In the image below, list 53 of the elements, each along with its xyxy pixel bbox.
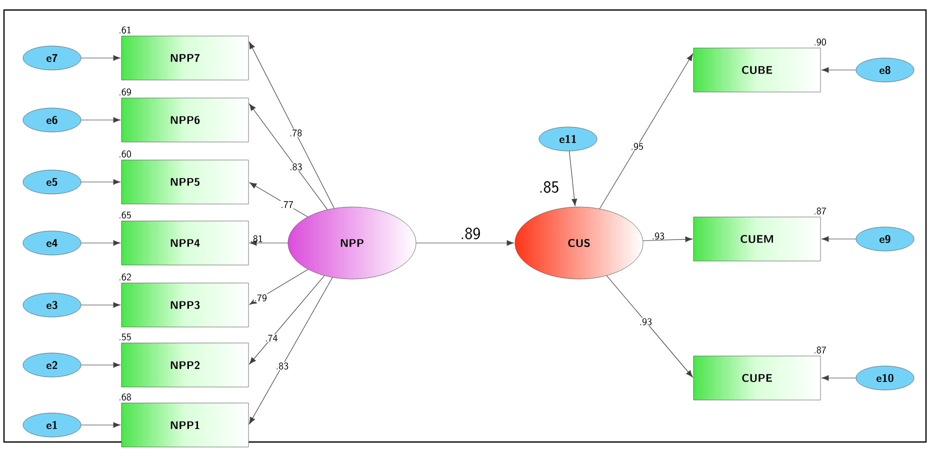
edge-label: .95 [630,142,644,150]
edge-label: .93 [652,232,664,240]
edge-label: .83 [289,162,303,171]
arrow [80,302,120,308]
variance-label: .87 [814,346,826,354]
edge-label: .79 [254,294,268,302]
variable-box: CUEM [693,216,821,262]
variance-label: .60 [120,150,131,158]
edge-label: .77 [280,200,294,208]
arrow [606,275,693,378]
arrow [822,236,856,242]
arrow [822,67,856,73]
variable-box: NPP5 [121,160,249,204]
variance-label: .61 [120,26,131,34]
variable-box: NPP3 [121,282,249,328]
variance-label: .90 [814,38,826,46]
arrow [80,362,120,368]
arrow [250,240,288,246]
variance-label: .55 [120,334,131,340]
variance-label: .68 [120,394,131,400]
variable-box: NPP2 [121,342,249,388]
arrow [599,54,693,210]
arrow [822,375,856,381]
arrow [249,275,325,364]
variable-box: NPP6 [121,98,249,142]
arrow [249,277,333,424]
arrow [642,236,692,242]
edge-label: .83 [275,362,290,370]
edge-label: .89 [462,228,480,240]
arrow [80,179,120,185]
edge-label: .74 [264,334,278,342]
variable-box: NPP1 [121,402,249,448]
variable-box: CUPE [693,356,821,400]
arrow [249,182,308,218]
variable-box: CUBE [693,48,821,92]
edge-label: .81 [251,235,262,242]
arrow [248,42,335,209]
variable-box: NPP7 [121,36,249,80]
variable-box: NPP4 [121,220,249,266]
arrow [249,104,328,210]
arrow [80,422,120,428]
variance-label: .62 [120,274,131,280]
arrow [80,55,120,61]
arrow [416,240,514,246]
edge-label: .78 [288,128,303,137]
variance-label: .69 [120,88,131,96]
arrow [80,240,120,246]
variance-label: .85 [540,181,558,193]
arrow [569,150,578,206]
edge-label: .93 [638,318,653,326]
arrow [80,117,120,123]
variance-label: .65 [120,212,131,218]
variance-label: .87 [814,208,826,214]
